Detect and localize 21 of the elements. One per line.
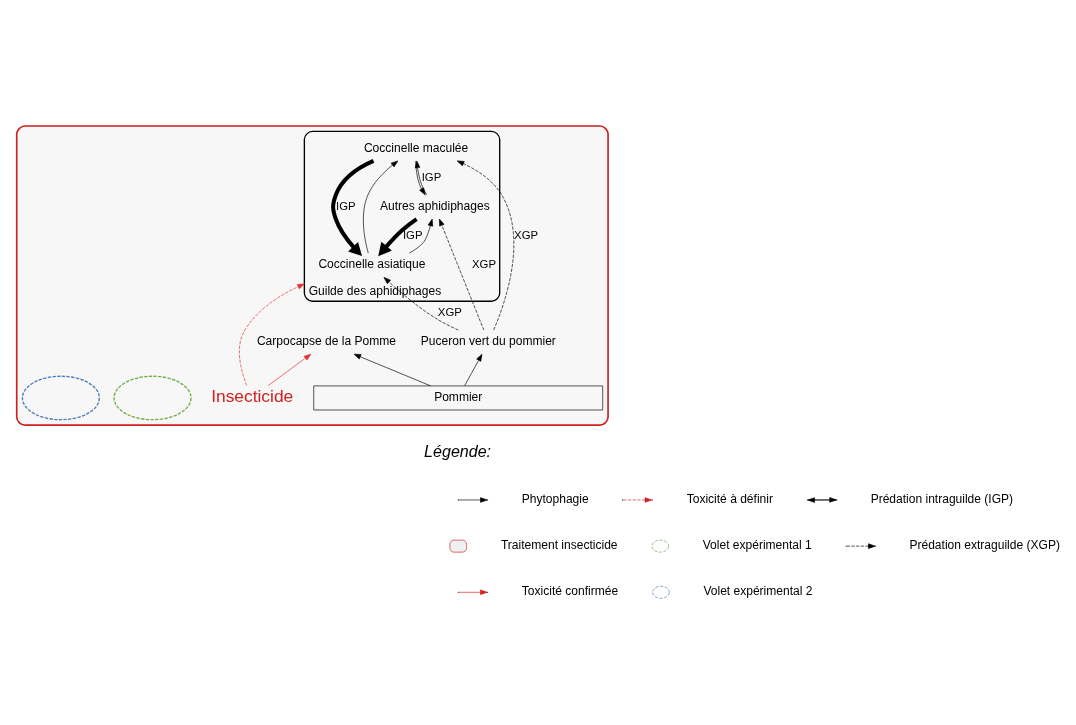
legend-label: Toxicité confirmée [521, 584, 619, 599]
label: Légende: [424, 442, 492, 461]
edge-label: IGP [421, 170, 442, 183]
legend-label: Traitement insecticide [500, 538, 618, 553]
legend-label: Prédation intraguilde (IGP) [870, 491, 1014, 506]
edge-label: IGP [402, 228, 423, 241]
node-text: Carpocapse de la Pomme [256, 334, 396, 349]
node-text: Coccinelle maculée [363, 140, 469, 155]
legend-label: Toxicité à définir [686, 491, 773, 506]
edge-label: XGP [437, 305, 462, 318]
legend-label: Volet expérimental 1 [702, 538, 812, 553]
edge-label: XGP [471, 257, 496, 270]
node-text: Autres aphidiphages [379, 198, 490, 213]
node-text: Coccinelle asiatique [318, 257, 426, 272]
node-text: Insecticide [211, 386, 294, 407]
edge-label: XGP [514, 228, 539, 241]
edge-label: IGP [336, 199, 356, 212]
legend-label: Phytophagie [521, 491, 589, 506]
node-text: Puceron vert du pommier [420, 334, 556, 349]
legend-label: Volet expérimental 2 [703, 584, 813, 599]
legend-label: Prédation extraguilde (XGP) [909, 538, 1060, 553]
